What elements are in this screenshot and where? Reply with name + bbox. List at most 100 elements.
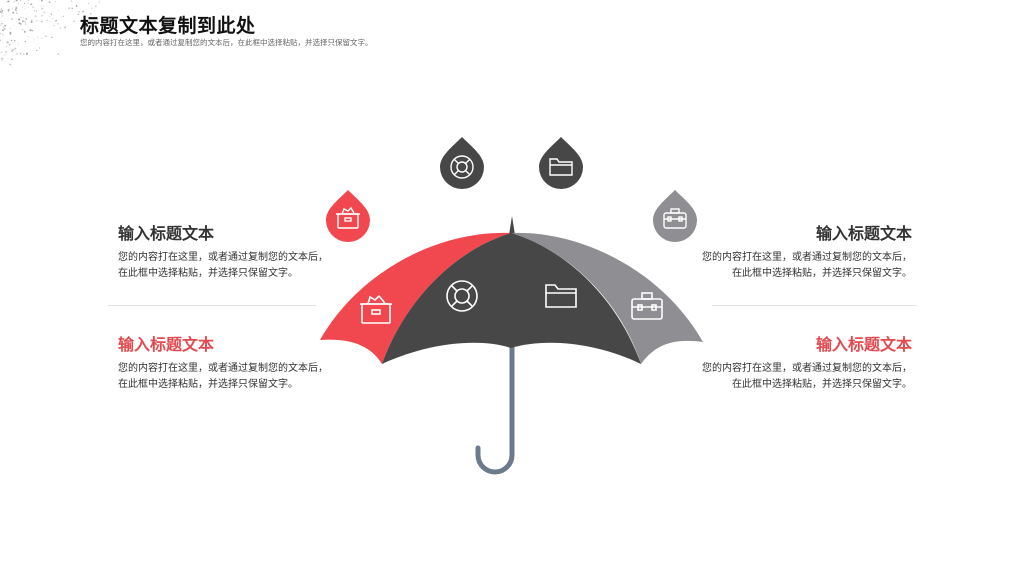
- umbrella-panel-dark: [382, 233, 641, 364]
- grunge-speck: [14, 40, 16, 42]
- grunge-speck: [12, 48, 14, 51]
- umbrella-handle: [475, 327, 515, 475]
- block-heading: 输入标题文本: [118, 224, 215, 243]
- grunge-speck: [11, 58, 13, 61]
- block-heading: 输入标题文本: [815, 335, 912, 354]
- grunge-speck: [78, 11, 80, 13]
- grunge-speck: [17, 42, 18, 43]
- block-body-line1: 您的内容打在这里，或者通过复制您的文本后，: [118, 252, 328, 263]
- toolbox-icon: [631, 292, 663, 320]
- grunge-speck: [71, 7, 73, 10]
- grunge-speck: [30, 4, 32, 6]
- grunge-speck: [42, 31, 44, 33]
- folder-icon: [545, 284, 577, 308]
- grunge-speck: [9, 31, 12, 34]
- grunge-speck: [22, 53, 25, 55]
- umbrella-tip: [509, 216, 515, 235]
- grunge-speck: [28, 7, 29, 8]
- grunge-speck: [21, 20, 24, 23]
- grunge-speck: [0, 32, 1, 35]
- grunge-speck: [5, 61, 7, 63]
- text-block-top-right: 输入标题文本 您的内容打在这里，或者通过复制您的文本后， 在此框中选择粘贴，并选…: [702, 220, 912, 282]
- grunge-speck: [70, 0, 73, 2]
- grunge-texture: [0, 0, 100, 66]
- grunge-speck: [2, 26, 5, 28]
- grunge-speck: [55, 19, 57, 22]
- grunge-speck: [64, 26, 67, 29]
- grunge-speck: [24, 20, 26, 23]
- block-body-line1: 您的内容打在这里，或者通过复制您的文本后，: [702, 252, 912, 263]
- grunge-speck: [54, 1, 57, 3]
- grunge-speck: [5, 51, 7, 53]
- grunge-speck: [41, 38, 43, 39]
- grunge-speck: [20, 23, 22, 25]
- grunge-speck: [53, 24, 55, 27]
- grunge-speck: [63, 27, 65, 29]
- tool-box-icon: [336, 206, 360, 229]
- grunge-speck: [33, 6, 35, 8]
- grunge-speck: [45, 35, 47, 37]
- text-block-bottom-right: 输入标题文本 您的内容打在这里，或者通过复制您的文本后， 在此框中选择粘贴，并选…: [702, 331, 912, 393]
- grunge-speck: [20, 0, 21, 1]
- grunge-speck: [10, 39, 13, 42]
- grunge-speck: [1, 10, 4, 12]
- grunge-speck: [82, 20, 84, 23]
- grunge-speck: [31, 19, 33, 21]
- grunge-speck: [41, 14, 43, 17]
- grunge-speck: [24, 8, 25, 9]
- grunge-speck: [27, 36, 29, 37]
- grunge-speck: [20, 16, 22, 18]
- grunge-speck: [1, 21, 3, 23]
- grunge-speck: [12, 11, 15, 14]
- grunge-speck: [33, 38, 34, 40]
- block-body-line2: 在此框中选择粘贴，并选择只保留文字。: [732, 379, 912, 390]
- grunge-speck: [35, 10, 38, 12]
- toolbox-icon: [663, 208, 687, 229]
- grunge-speck: [62, 15, 64, 17]
- divider-left: [108, 305, 316, 306]
- grunge-speck: [38, 0, 40, 1]
- grunge-speck: [57, 53, 60, 55]
- grunge-speck: [0, 10, 2, 13]
- grunge-speck: [18, 18, 21, 21]
- grunge-speck: [46, 19, 48, 22]
- grunge-speck: [57, 9, 59, 11]
- grunge-speck: [16, 12, 18, 14]
- grunge-speck: [36, 20, 38, 22]
- grunge-speck: [1, 57, 3, 60]
- grunge-speck: [26, 52, 28, 55]
- grunge-speck: [0, 39, 2, 42]
- divider-right: [712, 305, 917, 306]
- grunge-speck: [31, 30, 34, 32]
- block-body-line2: 在此框中选择粘贴，并选择只保留文字。: [118, 379, 298, 390]
- grunge-speck: [9, 63, 12, 66]
- block-heading: 输入标题文本: [815, 224, 912, 243]
- grunge-speck: [90, 7, 93, 9]
- grunge-speck: [2, 33, 4, 35]
- grunge-speck: [0, 51, 3, 54]
- grunge-speck: [82, 10, 85, 13]
- grunge-speck: [13, 1, 15, 3]
- grunge-speck: [14, 12, 16, 14]
- block-body-line1: 您的内容打在这里，或者通过复制您的文本后，: [118, 363, 328, 374]
- grunge-speck: [15, 10, 17, 11]
- grunge-speck: [30, 29, 32, 31]
- grunge-speck: [94, 5, 97, 8]
- grunge-speck: [16, 53, 18, 55]
- grunge-speck: [19, 53, 22, 55]
- grunge-speck: [11, 18, 13, 20]
- grunge-speck: [14, 9, 17, 11]
- grunge-speck: [5, 46, 8, 48]
- grunge-speck: [43, 11, 46, 14]
- grunge-speck: [10, 48, 12, 50]
- grunge-speck: [34, 10, 36, 12]
- grunge-speck: [18, 22, 21, 25]
- drop-dark-right: [539, 137, 583, 189]
- grunge-speck: [8, 0, 10, 3]
- grunge-speck: [11, 7, 13, 9]
- grunge-speck: [14, 47, 17, 50]
- page-title: 标题文本复制到此处: [80, 15, 256, 37]
- grunge-speck: [15, 6, 17, 8]
- grunge-speck: [8, 10, 9, 12]
- grunge-speck: [88, 2, 90, 4]
